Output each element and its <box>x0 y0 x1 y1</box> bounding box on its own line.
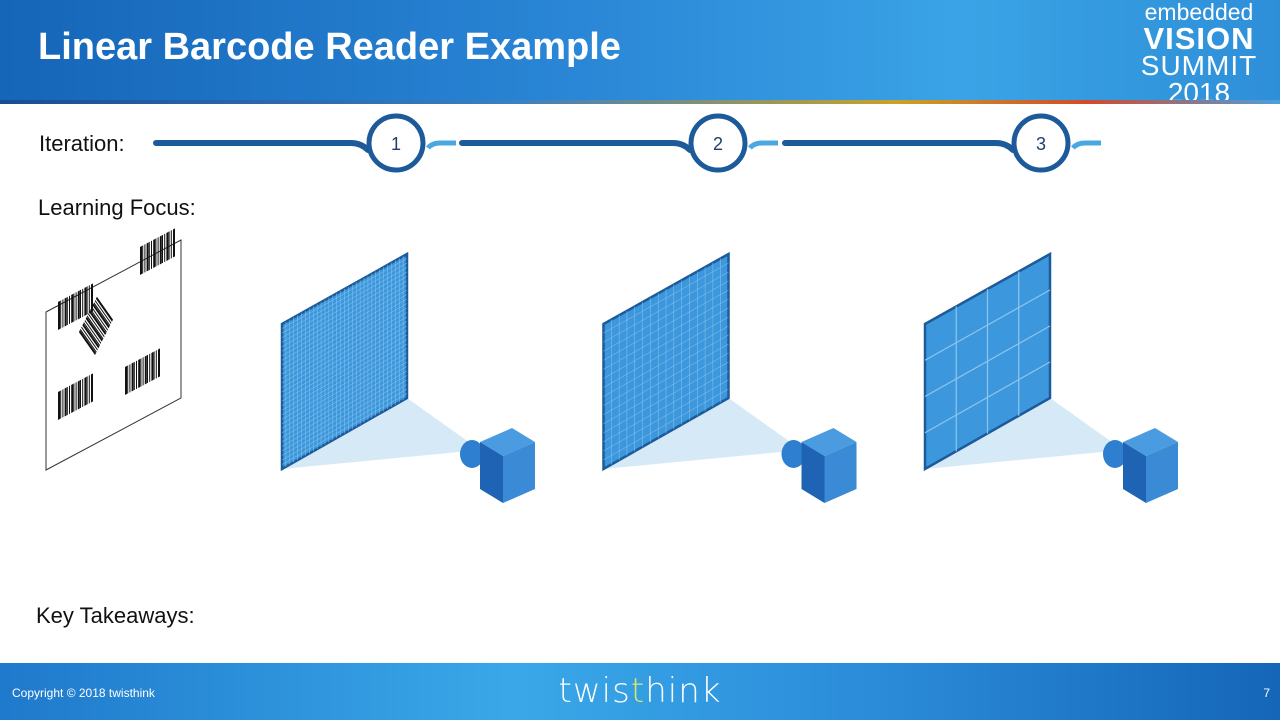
barcode <box>125 348 160 395</box>
barcode <box>78 296 113 355</box>
camera-icon <box>781 428 857 503</box>
twisthink-logo: twisthink <box>558 671 722 711</box>
iteration-number: 3 <box>1036 134 1046 154</box>
slide-header: Linear Barcode Reader Example embedded V… <box>0 0 1280 106</box>
iteration-step-1 <box>366 113 426 173</box>
iteration-step-2 <box>688 113 748 173</box>
slide-footer: Copyright © 2018 twisthink twisthink 7 <box>0 663 1280 720</box>
iteration-step-3 <box>1011 113 1071 173</box>
iteration-number: 1 <box>391 134 401 154</box>
slide-title: Linear Barcode Reader Example <box>38 26 621 68</box>
iteration-label: Iteration: <box>39 131 125 156</box>
slide-illustration: 1 2 3 <box>45 113 1178 503</box>
barcode-sheet-image <box>45 228 182 471</box>
sensor-grid-panel-2 <box>602 251 857 503</box>
barcode <box>58 373 93 420</box>
barcode <box>58 283 93 330</box>
camera-icon <box>460 428 535 503</box>
barcode <box>140 228 175 275</box>
iteration-timeline: 1 2 3 <box>153 113 1101 173</box>
iteration-number: 2 <box>713 134 723 154</box>
sensor-grid-panel-3 <box>923 251 1178 503</box>
sensor-grid-panel-1 <box>280 251 535 503</box>
copyright-text: Copyright © 2018 twisthink <box>12 686 155 700</box>
page-number: 7 <box>1263 686 1270 700</box>
header-divider <box>0 100 1280 104</box>
camera-icon <box>1103 428 1178 503</box>
key-takeaways-label: Key Takeaways: <box>36 603 195 628</box>
learning-focus-label: Learning Focus: <box>38 195 196 220</box>
